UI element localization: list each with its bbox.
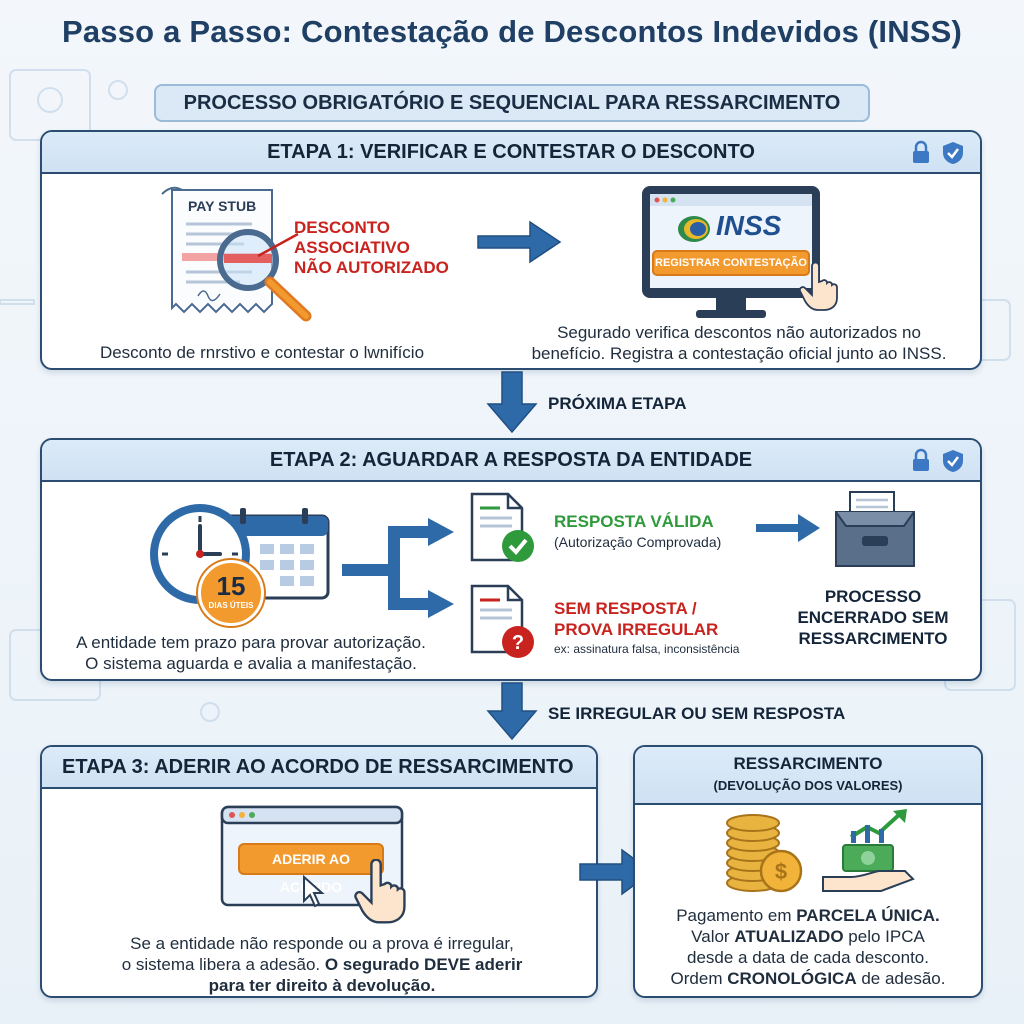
refund-subtitle: (DEVOLUÇÃO DOS VALORES) — [713, 778, 903, 793]
step2-caption: A entidade tem prazo para provar autoriz… — [76, 633, 426, 673]
step1-title: ETAPA 1: VERIFICAR E CONTESTAR O DESCONT… — [267, 141, 755, 163]
magnifier-icon — [217, 229, 312, 322]
step3-header: ETAPA 3: ADERIR AO ACORDO DE RESSARCIMEN… — [42, 747, 596, 789]
days-badge: 15 DIAS ÚTEIS — [198, 560, 264, 626]
invalid-document-icon: ? — [470, 584, 534, 658]
svg-text:?: ? — [512, 632, 524, 654]
hand-cursor-icon — [798, 262, 838, 311]
step3-caption: Se a entidade não responde ou a prova é … — [121, 934, 523, 995]
lock-icon — [913, 448, 929, 471]
step1-flow-arrow — [477, 220, 562, 264]
step3-title: ETAPA 3: ADERIR AO ACORDO DE RESSARCIMEN… — [62, 756, 574, 778]
discount-label: DESCONTO ASSOCIATIVO NÃO AUTORIZADO — [294, 218, 449, 277]
branch-arrow — [342, 518, 454, 618]
refund-panel: RESSARCIMENTO (DEVOLUÇÃO DOS VALORES) $ … — [633, 745, 983, 998]
coins-icon: $ — [726, 814, 803, 893]
inss-logo-icon — [678, 216, 710, 242]
shield-check-icon — [943, 450, 963, 472]
pointer-line — [257, 232, 299, 258]
subtitle-banner: PROCESSO OBRIGATÓRIO E SEQUENCIAL PARA R… — [154, 84, 870, 122]
process-closed-label: PROCESSO ENCERRADO SEM RESSARCIMENTO — [797, 587, 949, 648]
lock-icon — [913, 140, 929, 163]
svg-text:$: $ — [775, 859, 787, 884]
valid-response-sub: (Autorização Comprovada) — [554, 534, 722, 550]
archive-box-icon — [835, 491, 915, 567]
page-title: Passo a Passo: Contestação de Descontos … — [61, 14, 963, 49]
connector-label-irregular: SE IRREGULAR OU SEM RESPOSTA — [548, 704, 846, 723]
step2-header: ETAPA 2: AGUARDAR A RESPOSTA DA ENTIDADE — [42, 440, 980, 482]
invalid-response-title: SEM RESPOSTA / PROVA IRREGULAR — [554, 599, 719, 639]
invalid-response-sub: ex: assinatura falsa, inconsistência — [554, 642, 740, 656]
refund-title: RESSARCIMENTO — [733, 754, 883, 773]
step2-title: ETAPA 2: AGUARDAR A RESPOSTA DA ENTIDADE — [269, 449, 753, 471]
step1-left-caption: Desconto de rnrstivo e contestar o lwnif… — [99, 343, 425, 362]
refund-header: RESSARCIMENTO (DEVOLUÇÃO DOS VALORES) — [635, 747, 981, 805]
connector-label-next-step: PRÓXIMA ETAPA — [548, 394, 687, 413]
refund-description: Pagamento em PARCELA ÚNICA. Valor ATUALI… — [670, 906, 946, 988]
hand-cursor-icon — [354, 859, 406, 924]
step3-panel: ETAPA 3: ADERIR AO ACORDO DE RESSARCIMEN… — [40, 745, 598, 998]
register-contest-button[interactable]: REGISTRAR CONTESTAÇÃO — [652, 250, 810, 276]
step1-panel: ETAPA 1: VERIFICAR E CONTESTAR O DESCONT… — [40, 130, 982, 370]
step2-panel: ETAPA 2: AGUARDAR A RESPOSTA DA ENTIDADE — [40, 438, 982, 681]
join-agreement-button[interactable]: ADERIR AO ACORDO — [238, 843, 384, 895]
paystub-label: PAY STUB — [188, 198, 257, 214]
to-closed-arrow — [756, 514, 820, 542]
days-label: DIAS ÚTEIS — [208, 601, 254, 610]
step1-header: ETAPA 1: VERIFICAR E CONTESTAR O DESCONT… — [42, 132, 980, 174]
connector-arrow-2 — [486, 682, 538, 741]
hand-money-growth-icon — [822, 809, 915, 892]
valid-document-icon — [470, 492, 534, 562]
days-number: 15 — [216, 571, 246, 601]
step1-right-caption: Segurado verifica descontos não autoriza… — [531, 323, 947, 363]
mouse-pointer-icon — [303, 875, 325, 908]
inss-logo-text: INSS — [716, 210, 782, 241]
shield-check-icon — [943, 142, 963, 164]
valid-response-title: RESPOSTA VÁLIDA — [554, 512, 714, 531]
connector-arrow-1 — [486, 371, 538, 434]
